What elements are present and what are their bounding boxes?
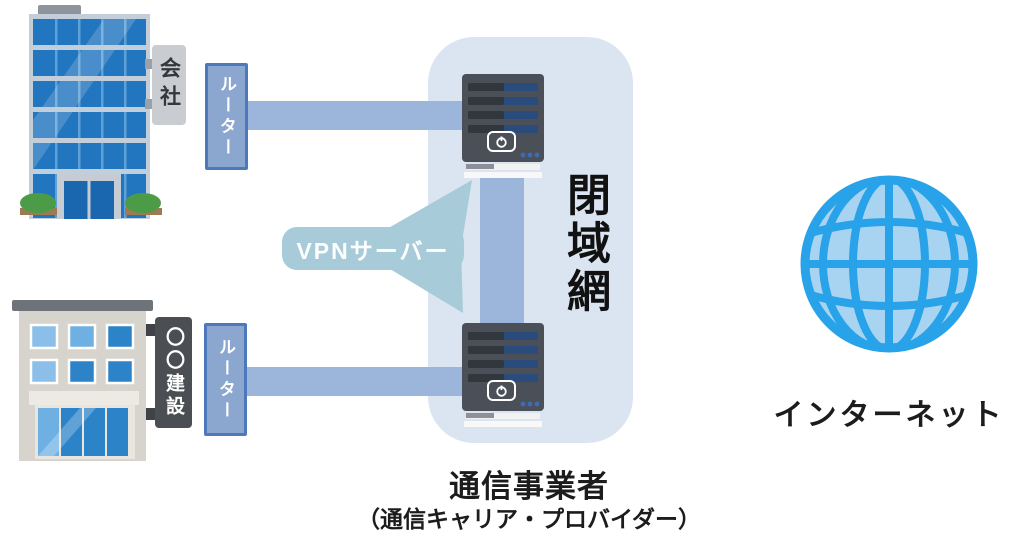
server-tower-icon — [462, 323, 544, 427]
sign-bracket — [145, 99, 153, 109]
office-sign: 会社 — [152, 45, 186, 125]
power-icon — [487, 131, 516, 152]
globe-icon — [800, 175, 978, 353]
vpn-server-label: VPNサーバー — [296, 238, 450, 264]
link-constr-router-to-server — [246, 367, 486, 396]
callout-body — [282, 227, 464, 270]
floor-bands — [29, 45, 150, 174]
server-leds — [520, 152, 540, 158]
server-foot — [464, 172, 542, 178]
link-server-to-server — [480, 176, 524, 328]
internet-label: インターネット — [773, 399, 1005, 432]
server-base — [466, 413, 540, 419]
sign-bracket — [146, 408, 156, 420]
closed-network-label: 閉域網 — [560, 172, 609, 316]
power-icon — [487, 380, 516, 401]
glass-highlight — [33, 19, 136, 170]
sign-bracket — [146, 324, 156, 336]
construction-building-icon — [12, 300, 153, 461]
server-leds — [520, 401, 540, 407]
construction-sign: 〇〇建設 — [155, 317, 192, 428]
globe-grid — [805, 180, 973, 348]
server-foot — [464, 421, 542, 427]
awning — [29, 391, 139, 405]
server-tower-icon — [462, 74, 544, 178]
storefront-windows — [38, 408, 128, 456]
bushes — [20, 193, 162, 215]
carrier-subtitle: （通信キャリア・プロバイダー） — [356, 506, 702, 532]
upper-windows — [29, 323, 135, 385]
router-bottom-label: ルーター — [216, 337, 235, 422]
office-sign-label: 会社 — [157, 57, 181, 113]
server-base-tab — [466, 413, 494, 418]
vpn-callout-bubble — [282, 180, 472, 313]
server-base — [466, 164, 540, 170]
router-top: ルーター — [205, 63, 248, 170]
link-office-router-to-server — [246, 101, 486, 130]
rooftop — [38, 5, 81, 16]
server-base-tab — [466, 164, 494, 169]
carrier-title: 通信事業者 — [449, 469, 609, 504]
sign-bracket — [145, 59, 153, 69]
window-mullions — [55, 19, 127, 218]
construction-sign-label: 〇〇建設 — [163, 326, 184, 419]
entrance-mullion — [87, 181, 91, 219]
router-top-label: ルーター — [217, 74, 236, 159]
roof — [12, 300, 153, 311]
router-bottom: ルーター — [204, 323, 247, 436]
office-building-icon — [20, 5, 162, 219]
